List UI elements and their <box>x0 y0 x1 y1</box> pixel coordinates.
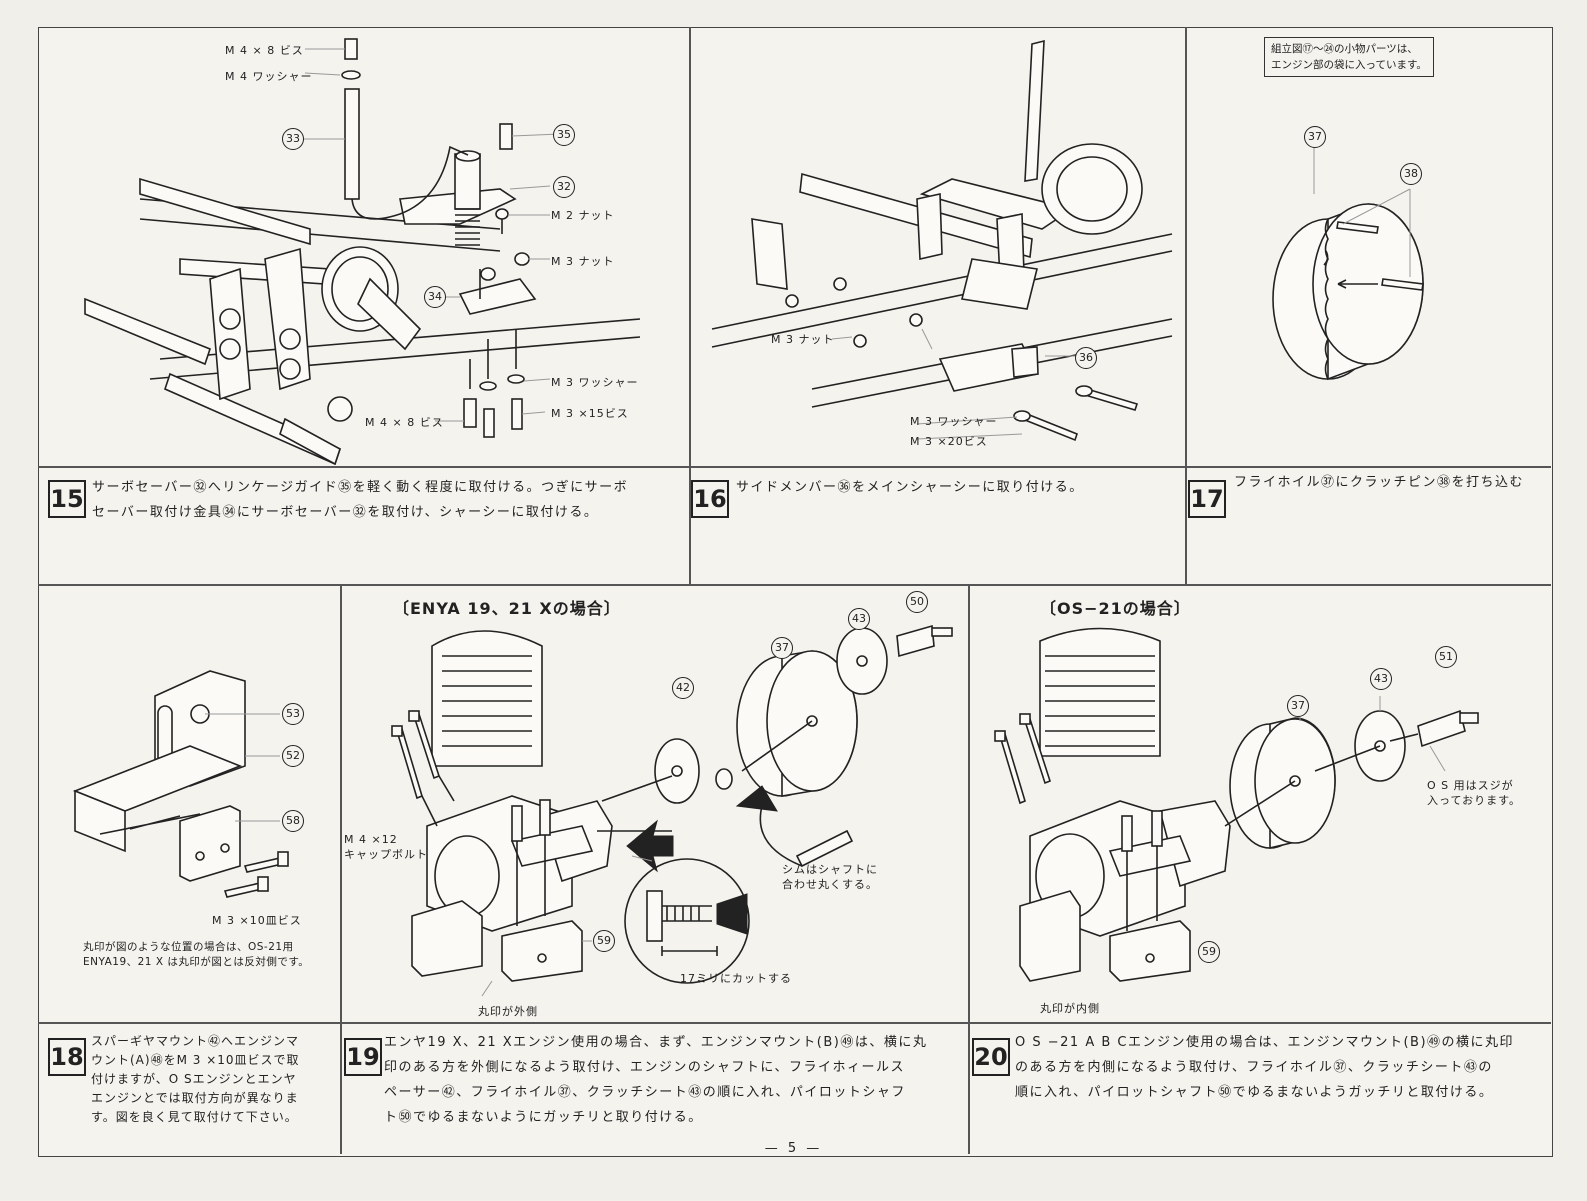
parts-note-line: エンジン部の袋に入っています。 <box>1271 59 1427 71</box>
step-number-17: 17 <box>1188 480 1226 518</box>
step-number-18: 18 <box>48 1038 86 1076</box>
label-os-note: O S 用はスジが 入っております。 <box>1427 779 1522 807</box>
ref-33: 33 <box>282 128 304 150</box>
ref-43-s20: 43 <box>1370 668 1392 690</box>
step-number-16: 16 <box>691 480 729 518</box>
label-m4x8-bottom: M 4 × 8 ビス <box>365 416 444 429</box>
step15-instructions: サーボセーバー㉜へリンケージガイド㉟を軽く動く程度に取付ける。つぎにサーボ セー… <box>92 475 682 525</box>
label-m3x20: M 3 ×20ビス <box>910 435 988 448</box>
step18-line: スパーギヤマウント㊷へエンジンマ <box>91 1034 300 1048</box>
step19-line: エンヤ19 X、21 Xエンジン使用の場合、まず、エンジンマウント(B)㊾は、横… <box>384 1035 928 1050</box>
parts-note: 組立図⑰〜㉔の小物パーツは、 エンジン部の袋に入っています。 <box>1264 37 1434 77</box>
step16-line: サイドメンバー㊱をメインシャーシーに取り付ける。 <box>736 480 1084 495</box>
ref-38: 38 <box>1400 163 1422 185</box>
step19-instructions: エンヤ19 X、21 Xエンジン使用の場合、まず、エンジンマウント(B)㊾は、横… <box>384 1030 964 1130</box>
step-number-19: 19 <box>344 1038 382 1076</box>
step15-line: サーボセーバー㉜へリンケージガイド㉟を軽く動く程度に取付ける。つぎにサーボ <box>92 480 629 495</box>
step19-illustration <box>391 624 953 997</box>
divider-art-text-bottom <box>38 1022 1551 1024</box>
label-m3-washer-16: M 3 ワッシャー <box>910 415 998 428</box>
step20-instructions: O S −21 A B Cエンジン使用の場合は、エンジンマウント(B)㊾の横に丸… <box>1015 1030 1545 1105</box>
ref-59-s19: 59 <box>593 930 615 952</box>
step19-line: ト㊿でゆるまないようにガッチリと取り付ける。 <box>384 1110 703 1125</box>
page-number: — 5 — <box>764 1141 823 1156</box>
ref-53: 53 <box>282 703 304 725</box>
step15-line: セーバー取付け金具㉞にサーボセーバー㉜を取付け、シャーシーに取付ける。 <box>92 505 599 520</box>
ref-37-s19: 37 <box>771 637 793 659</box>
ref-35: 35 <box>553 124 575 146</box>
step18-line: 付けますが、O Sエンジンとエンヤ <box>91 1072 297 1086</box>
step16-instructions: サイドメンバー㊱をメインシャーシーに取り付ける。 <box>736 475 1176 500</box>
ref-37-s17: 37 <box>1304 126 1326 148</box>
ref-34: 34 <box>424 286 446 308</box>
label-m2-nut: M 2 ナット <box>551 209 615 222</box>
divider-row <box>38 584 1551 586</box>
label-m4x8-top: M 4 × 8 ビス <box>225 44 304 57</box>
manual-page <box>38 27 1553 1157</box>
ref-32: 32 <box>553 176 575 198</box>
step18-note-line: 丸印が図のような位置の場合は、OS-21用 <box>83 941 294 953</box>
step18-line: ウント(A)㊽をM 3 ×10皿ビスで取 <box>91 1053 300 1067</box>
ref-37-s20: 37 <box>1287 695 1309 717</box>
ref-51: 51 <box>1435 646 1457 668</box>
divider-15-16 <box>689 27 691 585</box>
step16-illustration <box>711 39 1173 442</box>
ref-52: 52 <box>282 745 304 767</box>
step20-line: 順に入れ、パイロットシャフト㊿でゆるまないようガッチリと取付ける。 <box>1015 1085 1494 1100</box>
step18-instructions: スパーギヤマウント㊷へエンジンマ ウント(A)㊽をM 3 ×10皿ビスで取 付け… <box>91 1032 336 1127</box>
step-number-15: 15 <box>48 480 86 518</box>
step18-line: す。図を良く見て取付けて下さい。 <box>91 1110 298 1124</box>
divider-19-20 <box>968 584 970 1154</box>
step15-illustration <box>84 38 641 465</box>
ref-59-s20: 59 <box>1198 941 1220 963</box>
label-shim: シムはシャフトに 合わせ丸くする。 <box>782 863 878 891</box>
step18-illustration <box>72 670 289 898</box>
step19-line: ペーサー㊷、フライホイル㊲、クラッチシート㊸の順に入れ、パイロットシャフ <box>384 1085 906 1100</box>
step19-line: 印のある方を外側になるよう取付け、エンジンのシャフトに、フライホィールス <box>384 1060 905 1075</box>
ref-58: 58 <box>282 810 304 832</box>
divider-16-17 <box>1185 27 1187 585</box>
divider-18-19 <box>340 584 342 1154</box>
ref-43-s19: 43 <box>848 608 870 630</box>
step17-illustration <box>1272 147 1424 381</box>
label-mark-inside: 丸印が内側 <box>1040 1002 1100 1015</box>
step20-line: のある方を内側になるよう取付け、フライホイル㊲、クラッチシート㊸の <box>1015 1060 1493 1075</box>
label-mark-outside: 丸印が外側 <box>478 1005 538 1018</box>
label-m3x15: M 3 ×15ビス <box>551 407 629 420</box>
ref-36: 36 <box>1075 347 1097 369</box>
step20-line: O S −21 A B Cエンジン使用の場合は、エンジンマウント(B)㊾の横に丸… <box>1015 1035 1515 1050</box>
step19-caption: 〔ENYA 19、21 Xの場合〕 <box>393 599 621 618</box>
ref-50: 50 <box>906 591 928 613</box>
ref-42: 42 <box>672 677 694 699</box>
label-m4-washer: M 4 ワッシャー <box>225 70 313 83</box>
step-number-20: 20 <box>972 1038 1010 1076</box>
step20-caption: 〔OS−21の場合〕 <box>1040 599 1191 618</box>
label-m3x10: M 3 ×10皿ビス <box>212 914 302 927</box>
parts-note-line: 組立図⑰〜㉔の小物パーツは、 <box>1271 43 1418 55</box>
step18-line: エンジンとでは取付方向が異なりま <box>91 1091 299 1105</box>
step18-note-line: ENYA19、21 X は丸印が図とは反対側です。 <box>83 956 310 968</box>
label-m3-nut-16: M 3 ナット <box>771 333 835 346</box>
label-m3-washer: M 3 ワッシャー <box>551 376 639 389</box>
label-cap-bolt: M 4 ×12 キャップボルト <box>344 833 428 861</box>
step18-note: 丸印が図のような位置の場合は、OS-21用 ENYA19、21 X は丸印が図と… <box>83 940 309 970</box>
step17-instructions: フライホイル㊲にクラッチピン㊳を打ち込む <box>1234 470 1544 495</box>
step17-line: フライホイル㊲にクラッチピン㊳を打ち込む <box>1234 475 1525 490</box>
label-m3-nut: M 3 ナット <box>551 255 615 268</box>
step20-illustration <box>994 627 1479 982</box>
label-cut-17mm: 17ミリにカットする <box>680 972 792 985</box>
divider-art-text-top <box>38 466 1551 468</box>
